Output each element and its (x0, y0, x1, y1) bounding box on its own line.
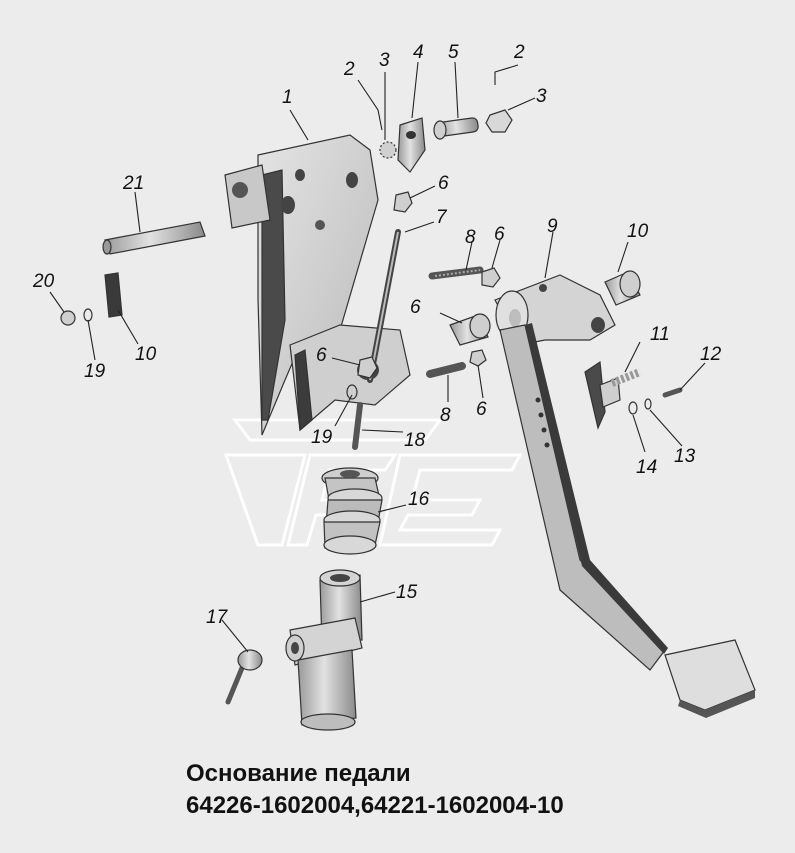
part-10-bushing-right (604, 270, 641, 306)
callout-8: 8 (440, 405, 451, 426)
callout-1: 1 (282, 87, 293, 108)
callout-2: 2 (343, 59, 355, 80)
part-11-bracket (584, 360, 642, 430)
part-13-washer (644, 398, 652, 410)
part-12-screw (662, 387, 683, 398)
part-7-rod (367, 229, 401, 383)
callout-10: 10 (627, 221, 649, 242)
callout-6: 6 (476, 399, 487, 420)
part-4-fork (397, 117, 426, 173)
callout-16: 16 (408, 489, 430, 510)
part-6-nut-left (60, 310, 76, 326)
part-9-pedal-lever (494, 274, 756, 718)
callout-14: 14 (636, 457, 657, 478)
part-3-nut (485, 109, 513, 133)
part-8-bolt-upper (428, 266, 484, 280)
callout-12: 12 (700, 344, 722, 365)
part-17-fitting (225, 649, 263, 705)
callout-5: 5 (448, 42, 459, 63)
callout-6: 6 (494, 224, 505, 245)
part-3-washer (379, 141, 397, 159)
callout-3: 3 (379, 50, 390, 71)
part-19-washer-bracket (346, 384, 358, 400)
part-14-washer (628, 401, 638, 415)
pedal-bracket (224, 134, 411, 436)
part-8-bolt-lower (426, 362, 466, 378)
callout-13: 13 (674, 446, 696, 467)
part-19-washer-left (83, 308, 93, 322)
callout-4: 4 (413, 42, 424, 63)
callout-7: 7 (436, 207, 448, 228)
callout-9: 9 (547, 216, 558, 237)
callout-19: 19 (84, 361, 106, 382)
leader-lines (49, 61, 706, 653)
caption-part-numbers: 64226-1602004,64221-1602004-10 (186, 792, 564, 819)
part-18-bolt (352, 402, 363, 450)
callout-15: 15 (396, 582, 418, 603)
part-6-nut-bracket (357, 356, 378, 379)
part-6-nut-lower (469, 349, 487, 367)
part-15-master-cylinder (285, 569, 363, 731)
part-10-bushing-left (449, 313, 491, 346)
callout-21: 21 (122, 173, 144, 194)
callout-19: 19 (311, 427, 333, 448)
callout-6: 6 (316, 345, 327, 366)
callout-10: 10 (135, 344, 157, 365)
part-16-boot (321, 467, 383, 555)
callout-6: 6 (410, 297, 421, 318)
part-20-plate (104, 272, 123, 318)
callout-20: 20 (32, 271, 55, 292)
callout-11: 11 (650, 324, 670, 345)
caption-title: Основание педали (186, 760, 411, 787)
callout-17: 17 (206, 607, 229, 628)
callout-8: 8 (465, 227, 476, 248)
part-6-nut-mid (481, 267, 501, 288)
callout-3: 3 (536, 86, 547, 107)
callout-6: 6 (438, 173, 449, 194)
part-21-axle (102, 221, 206, 255)
part-6-nut-upper (393, 191, 413, 213)
callout-18: 18 (404, 430, 426, 451)
callout-2: 2 (513, 42, 525, 63)
part-5-pin (433, 117, 479, 140)
